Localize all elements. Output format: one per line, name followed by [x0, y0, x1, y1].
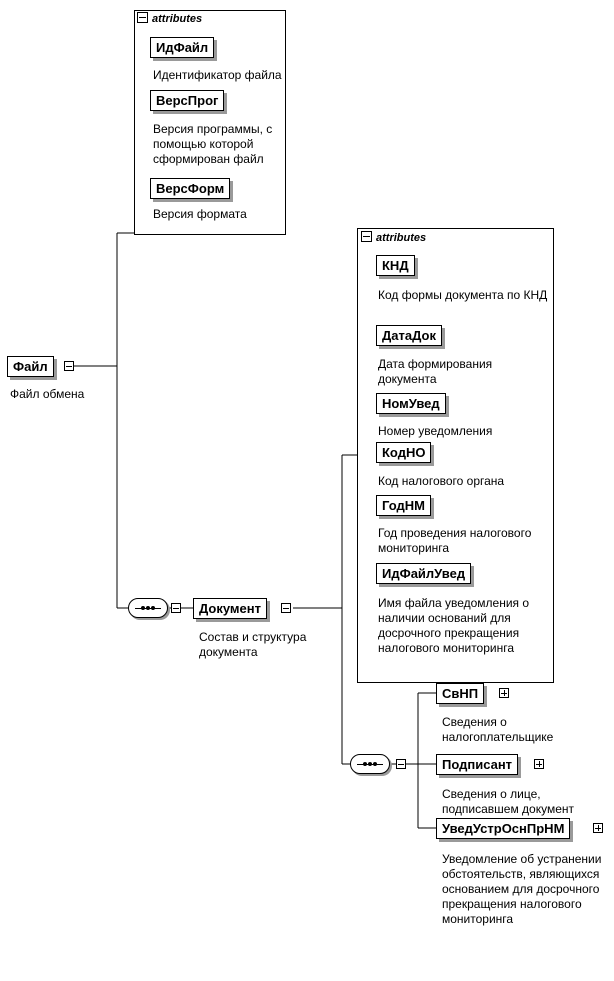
- attribute-godnm[interactable]: ГодНМ: [376, 495, 431, 516]
- child-element-uvedustrosnprnm[interactable]: УведУстрОснПрНМ: [436, 818, 571, 839]
- attribute-versform[interactable]: ВерсФорм: [150, 178, 231, 199]
- attribute-idfile[interactable]: ИдФайл: [150, 37, 215, 58]
- document-collapse-icon[interactable]: [281, 603, 291, 613]
- file-attributes-header[interactable]: attributes: [137, 12, 202, 25]
- collapse-icon[interactable]: [137, 12, 148, 23]
- root-description: Файл обмена: [10, 387, 85, 401]
- collapse-icon[interactable]: [361, 231, 372, 242]
- sequence-compositor-icon: [350, 754, 390, 774]
- attribute-nomuved[interactable]: НомУвед: [376, 393, 446, 414]
- collapse-toggle-icon[interactable]: [64, 361, 74, 371]
- attributes-label: attributes: [376, 232, 427, 244]
- document-element[interactable]: Документ: [193, 598, 267, 619]
- attribute-datadok[interactable]: ДатаДок: [376, 325, 442, 346]
- attribute-versform-description: Версия формата: [153, 207, 247, 221]
- child-uvedustrosnprnm-description: Уведомление об устранении обстоятельств,…: [442, 852, 602, 926]
- attribute-datadok-description: Дата формирования документа: [378, 357, 493, 386]
- attributes-label: attributes: [152, 13, 203, 25]
- sequence-compositor-icon: [128, 598, 168, 618]
- attribute-idfile-description: Идентификатор файла: [153, 68, 282, 82]
- document-attributes-header[interactable]: attributes: [361, 231, 426, 244]
- child-podpisant-description: Сведения о лице, подписавшем документ: [442, 787, 575, 816]
- attribute-kodno[interactable]: КодНО: [376, 442, 432, 463]
- attribute-knd-description: Код формы документа по КНД: [378, 288, 548, 302]
- document-description: Состав и структура документа: [199, 630, 307, 659]
- child-element-podpisant[interactable]: Подписант: [436, 754, 519, 775]
- root-element-file[interactable]: Файл: [7, 356, 54, 377]
- sequence-collapse-icon[interactable]: [171, 603, 181, 613]
- child-svnp-description: Сведения о налогоплательщике: [442, 715, 554, 744]
- expand-icon[interactable]: [593, 823, 603, 833]
- attribute-godnm-description: Год проведения налогового мониторинга: [378, 526, 532, 555]
- attribute-idfileuved-description: Имя файла уведомления о наличии основани…: [378, 596, 530, 655]
- attribute-kodno-description: Код налогового органа: [378, 474, 505, 488]
- attribute-versprog[interactable]: ВерсПрог: [150, 90, 225, 111]
- expand-icon[interactable]: [534, 759, 544, 769]
- attribute-idfileuved[interactable]: ИдФайлУвед: [376, 563, 472, 584]
- expand-icon[interactable]: [499, 688, 509, 698]
- attribute-versprog-description: Версия программы, с помощью которой сфор…: [153, 122, 273, 166]
- attribute-knd[interactable]: КНД: [376, 255, 415, 276]
- attribute-nomuved-description: Номер уведомления: [378, 424, 493, 438]
- child-element-svnp[interactable]: СвНП: [436, 683, 485, 704]
- sequence-collapse-icon[interactable]: [396, 759, 406, 769]
